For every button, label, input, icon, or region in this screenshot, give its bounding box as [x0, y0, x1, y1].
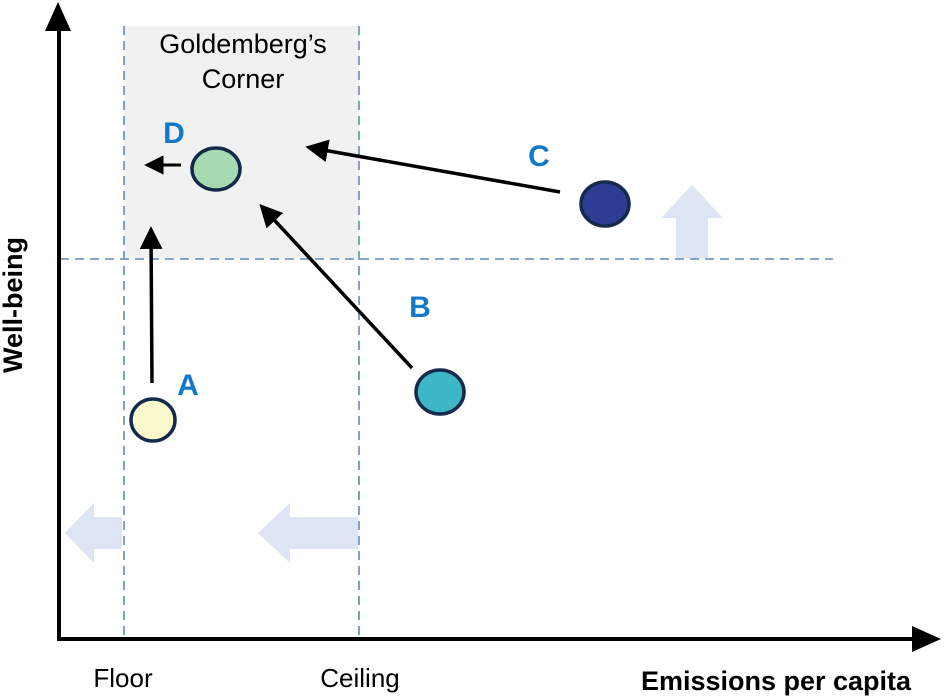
- point-D-label: D: [163, 117, 185, 150]
- point-C-label: C: [528, 140, 550, 173]
- point-A: [129, 397, 177, 443]
- block-arrow-left-ceiling-icon: [258, 503, 358, 563]
- y-axis-arrowhead-icon: [45, 2, 71, 31]
- arrow-from-B-to-corner: [259, 204, 414, 370]
- block-arrow-left-floor-icon: [65, 503, 122, 563]
- x-axis-title: Emissions per capita: [641, 666, 912, 696]
- ceiling-tick-label: Ceiling: [320, 663, 400, 693]
- floor-tick-label: Floor: [93, 663, 153, 693]
- point-B: [414, 368, 466, 416]
- point-B-label: B: [409, 291, 431, 324]
- y-axis-title: Well-being: [0, 237, 28, 373]
- point-D: [190, 146, 242, 192]
- region-title-line1: Goldemberg’s: [159, 29, 327, 59]
- region-title-line2: Corner: [202, 64, 285, 94]
- goldemberg-corner-region: [124, 26, 359, 258]
- arrow-from-C-to-corner: [305, 139, 561, 194]
- arrow-from-A-up: [139, 226, 163, 384]
- point-A-label: A: [177, 369, 199, 402]
- point-C: [579, 180, 631, 228]
- block-arrow-up-icon: [661, 185, 723, 258]
- x-axis-arrowhead-icon: [912, 626, 941, 652]
